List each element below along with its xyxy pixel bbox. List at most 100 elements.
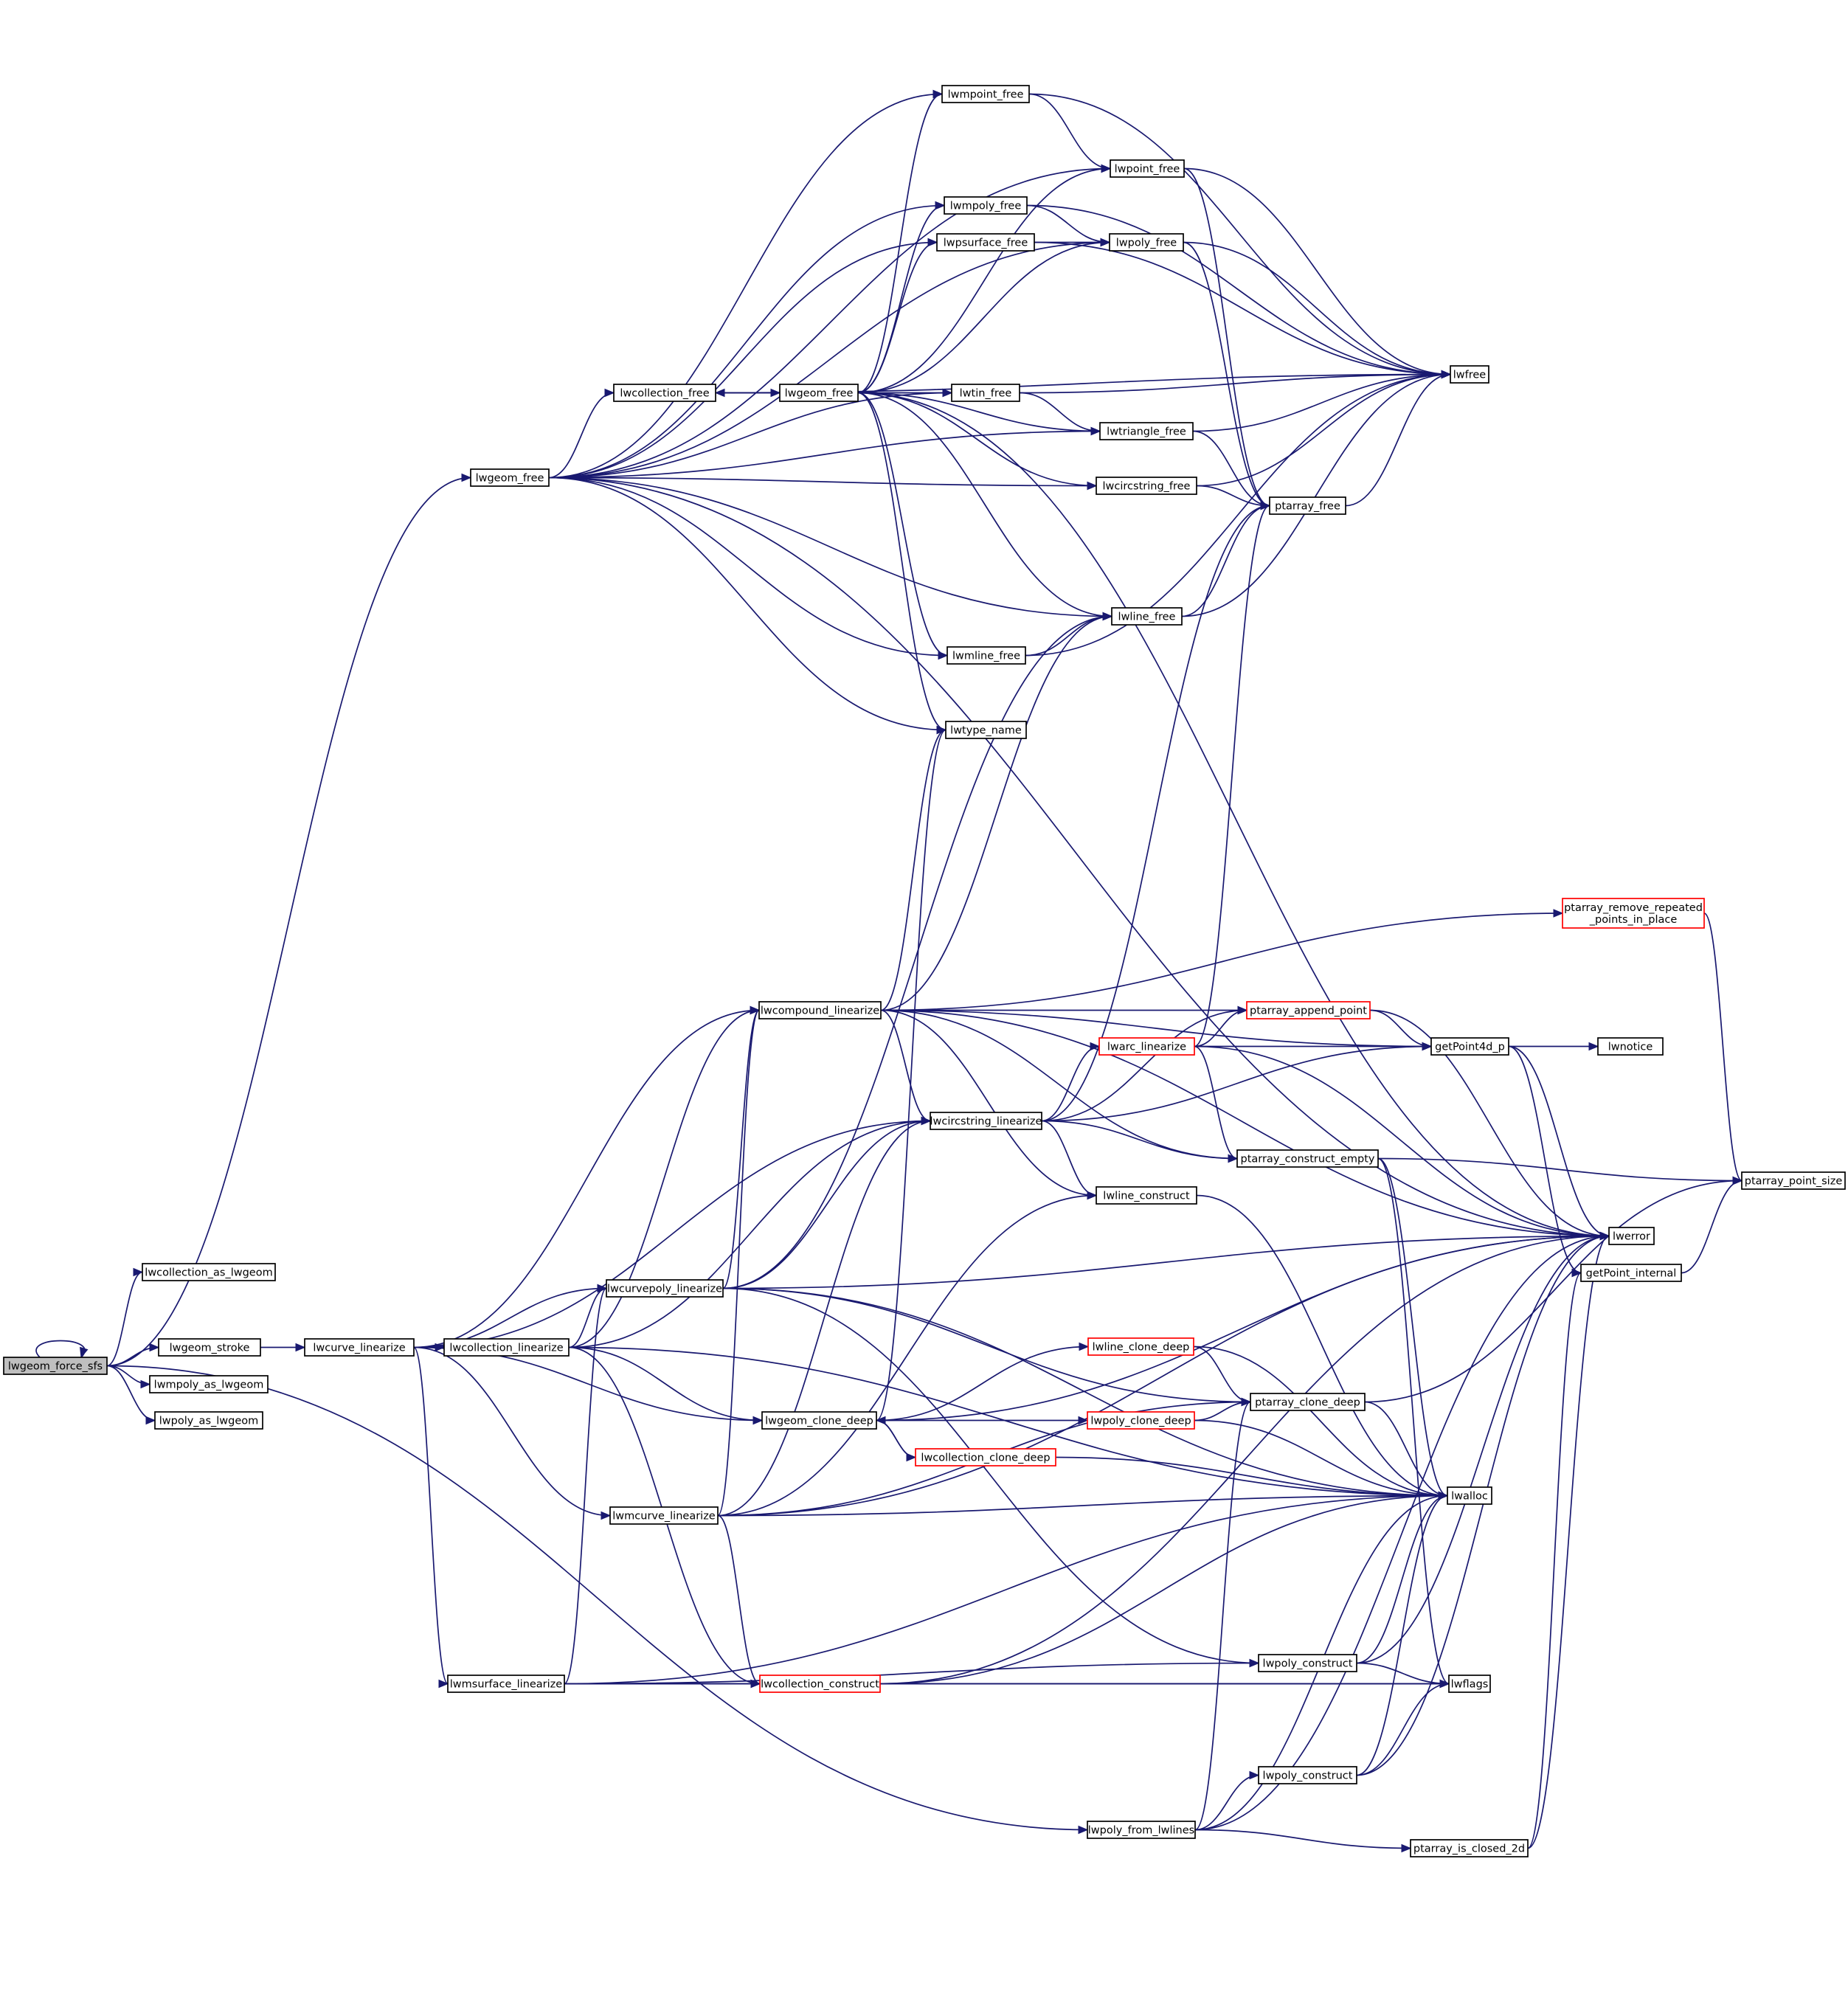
node-lwcollection_linearize[interactable]: lwcollection_linearize (443, 1338, 570, 1357)
node-label: lwtype_name (950, 725, 1022, 737)
edge-ptarray_construct_empty-to-lwflags (1377, 1157, 1450, 1689)
edge-lwgeom_clone_deep-to-lwcollection_clone_deep (876, 1419, 917, 1462)
node-lwline_free[interactable]: lwline_free (1111, 607, 1183, 626)
node-lwcollection_clone_deep[interactable]: lwcollection_clone_deep (915, 1448, 1056, 1466)
node-lwmcurve_linearize[interactable]: lwmcurve_linearize (609, 1506, 719, 1525)
node-label: lwcurve_linearize (313, 1343, 405, 1354)
edge-lwmsurface_linearize-to-lwpoly_construct (564, 1658, 1260, 1685)
node-lwalloc[interactable]: lwalloc (1447, 1486, 1492, 1505)
node-lwtriangle_free[interactable]: lwtriangle_free (1099, 422, 1194, 440)
node-lwgeom_free2[interactable]: lwgeom_free (779, 384, 859, 402)
node-label: lwcompound_linearize (761, 1005, 879, 1017)
node-label: lwgeom_free (785, 388, 854, 400)
node-lwline_construct[interactable]: lwline_construct (1096, 1186, 1197, 1205)
node-label: lwcurvepoly_linearize (607, 1284, 722, 1295)
edge-lwcollection_linearize-to-lwalloc (568, 1346, 1449, 1500)
edge-ptarray_clone_deep-to-ptarray_point_size (1364, 1176, 1743, 1403)
node-lwcurve_linearize[interactable]: lwcurve_linearize (304, 1338, 415, 1357)
edge-lwcompound_linearize-to-ptarray_construct_empty (880, 1009, 1239, 1163)
edge-lwgeom_force_sfs-to-lwgeom_force_sfs (35, 1340, 89, 1359)
node-getPoint4d_p[interactable]: getPoint4d_p (1430, 1037, 1509, 1056)
node-label: getPoint4d_p (1435, 1042, 1505, 1053)
node-lwline_clone_deep[interactable]: lwline_clone_deep (1087, 1337, 1194, 1356)
node-lwcollection_as_lwgeom[interactable]: lwcollection_as_lwgeom (142, 1263, 276, 1281)
node-lwpoly_construct[interactable]: lwpoly_construct (1258, 1654, 1357, 1672)
node-ptarray_construct_empty[interactable]: ptarray_construct_empty (1236, 1149, 1379, 1168)
edge-ptarray_construct_empty-to-lwalloc (1377, 1157, 1449, 1500)
edge-lwcollection_construct-to-lwflags (880, 1679, 1450, 1689)
edge-lwarc_linearize-to-ptarray_free (1194, 501, 1271, 1047)
edge-getPoint4d_p-to-lwnotice (1509, 1042, 1599, 1051)
node-lwgeom_stroke[interactable]: lwgeom_stroke (158, 1338, 261, 1357)
node-lwflags[interactable]: lwflags (1448, 1675, 1491, 1693)
node-lwpoly_from_lwlines[interactable]: lwpoly_from_lwlines (1087, 1821, 1196, 1839)
node-ptarray_free[interactable]: ptarray_free (1269, 496, 1346, 515)
node-label: lwmpoint_free (948, 89, 1024, 101)
edge-ptarray_free-to-lwfree (1345, 370, 1452, 507)
node-label: lwerror (1613, 1231, 1650, 1243)
node-lwerror[interactable]: lwerror (1608, 1227, 1655, 1245)
node-lwtype_name[interactable]: lwtype_name (945, 721, 1027, 739)
node-lwmpoint_free[interactable]: lwmpoint_free (941, 85, 1030, 103)
edge-lwmpoint_free-to-lwfree (1028, 93, 1452, 379)
node-lwcompound_linearize[interactable]: lwcompound_linearize (758, 1001, 882, 1019)
node-ptarray_clone_deep[interactable]: ptarray_clone_deep (1250, 1393, 1366, 1411)
node-lwmsurface_linearize[interactable]: lwmsurface_linearize (447, 1675, 565, 1693)
node-label: lwmpoly_as_lwgeom (154, 1379, 264, 1391)
node-lwcircstring_free[interactable]: lwcircstring_free (1096, 477, 1197, 495)
edge-lwpoly_from_lwlines-to-ptarray_clone_deep (1194, 1397, 1252, 1831)
node-lwgeom_free[interactable]: lwgeom_free (470, 468, 550, 487)
edge-lwcollection_linearize-to-lwcurvepoly_linearize (568, 1284, 608, 1348)
node-label: ptarray_point_size (1745, 1176, 1843, 1188)
node-lwmline_free[interactable]: lwmline_free (947, 646, 1026, 665)
node-lwgeom_force_sfs[interactable]: lwgeom_force_sfs (3, 1357, 108, 1375)
node-lwpsurface_free[interactable]: lwpsurface_free (936, 233, 1035, 252)
node-label: lwcircstring_free (1103, 481, 1191, 493)
node-label: lwcollection_free (620, 388, 709, 400)
edge-lwgeom_stroke-to-lwcurve_linearize (260, 1343, 306, 1352)
edge-lwgeom_force_sfs-to-lwcollection_as_lwgeom (106, 1267, 144, 1367)
node-label: lwgeom_free (476, 473, 544, 485)
node-label: lwgeom_force_sfs (8, 1361, 103, 1373)
node-lwfree[interactable]: lwfree (1450, 365, 1489, 384)
node-lwnotice[interactable]: lwnotice (1597, 1037, 1664, 1056)
node-lwcollection_construct[interactable]: lwcollection_construct (759, 1675, 881, 1693)
node-lwcollection_free[interactable]: lwcollection_free (613, 384, 716, 402)
edge-lwgeom_clone_deep-to-lwline_clone_deep (876, 1342, 1090, 1421)
node-label: lwmline_free (952, 651, 1020, 662)
edge-lwgeom_free-to-lwtriangle_free (548, 426, 1101, 479)
node-ptarray_append_point[interactable]: ptarray_append_point (1246, 1001, 1371, 1019)
node-label: ptarray_clone_deep (1255, 1397, 1360, 1409)
node-lwpoly_clone_deep[interactable]: lwpoly_clone_deep (1087, 1411, 1195, 1430)
node-lwpoly_construct2[interactable]: lwpoly_construct (1258, 1766, 1357, 1784)
function-nodes: lwgeom_force_sfslwcollection_as_lwgeomlw… (3, 85, 1846, 1857)
node-lwarc_linearize[interactable]: lwarc_linearize (1098, 1037, 1195, 1056)
edge-lwgeom_force_sfs-to-lwpoly_from_lwlines (106, 1365, 1089, 1835)
node-getPoint_internal[interactable]: getPoint_internal (1580, 1264, 1682, 1282)
node-ptarray_is_closed_2d[interactable]: ptarray_is_closed_2d (1410, 1839, 1529, 1857)
edge-lwpoly_construct2-to-lwflags (1356, 1679, 1450, 1776)
node-ptarray_point_size[interactable]: ptarray_point_size (1741, 1171, 1846, 1190)
node-label: ptarray_is_closed_2d (1413, 1843, 1525, 1855)
edge-lwgeom_free-to-lwcollection_free (548, 388, 615, 479)
edge-lwpsurface_free-to-lwfree (1034, 241, 1452, 379)
edge-lwcurvepoly_linearize-to-lwcompound_linearize (722, 1005, 761, 1289)
edge-lwcurve_linearize-to-lwgeom_clone_deep (413, 1346, 764, 1425)
node-lwcurvepoly_linearize[interactable]: lwcurvepoly_linearize (606, 1279, 724, 1298)
node-label: lwalloc (1451, 1491, 1488, 1503)
node-label: lwcollection_construct (761, 1679, 879, 1691)
node-lwmpoly_as_lwgeom[interactable]: lwmpoly_as_lwgeom (149, 1375, 269, 1393)
node-lwcircstring_linearize[interactable]: lwcircstring_linearize (930, 1112, 1042, 1130)
node-ptarray_remove_repeated_points_in_place[interactable]: ptarray_remove_repeated_points_in_place (1562, 898, 1705, 929)
node-lwpoint_free[interactable]: lwpoint_free (1110, 159, 1185, 178)
node-lwmpoly_free[interactable]: lwmpoly_free (944, 196, 1028, 215)
edge-lwcompound_linearize-to-lwline_free (880, 612, 1113, 1011)
call-edges (35, 89, 1743, 1853)
edge-lwcircstring_linearize-to-ptarray_construct_empty (1041, 1120, 1239, 1163)
edge-lwgeom_free2-to-lwtype_name (857, 392, 947, 735)
node-lwtin_free[interactable]: lwtin_free (951, 384, 1020, 402)
node-lwpoly_as_lwgeom[interactable]: lwpoly_as_lwgeom (154, 1411, 263, 1430)
node-lwgeom_clone_deep[interactable]: lwgeom_clone_deep (761, 1411, 877, 1430)
node-lwpoly_free[interactable]: lwpoly_free (1109, 233, 1184, 252)
